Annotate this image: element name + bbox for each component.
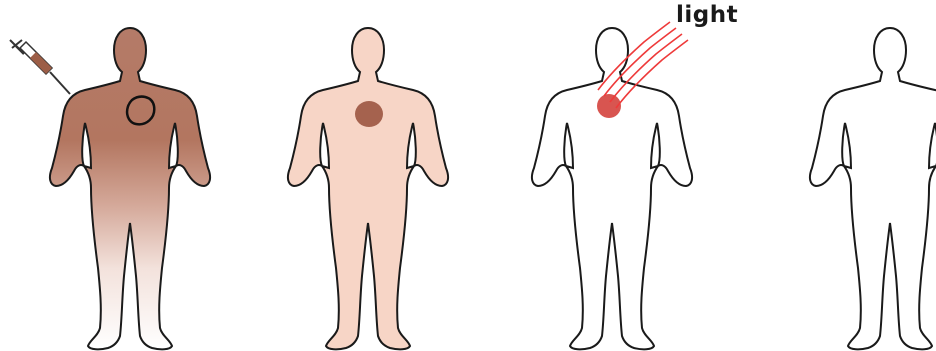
- figure-2: [288, 28, 448, 349]
- figure-3: [532, 28, 692, 349]
- lesion-filled: [355, 101, 383, 127]
- syringe-icon: [10, 40, 70, 94]
- figure-4: [810, 28, 936, 349]
- figure-1: [50, 28, 210, 349]
- light-label: light: [676, 2, 738, 28]
